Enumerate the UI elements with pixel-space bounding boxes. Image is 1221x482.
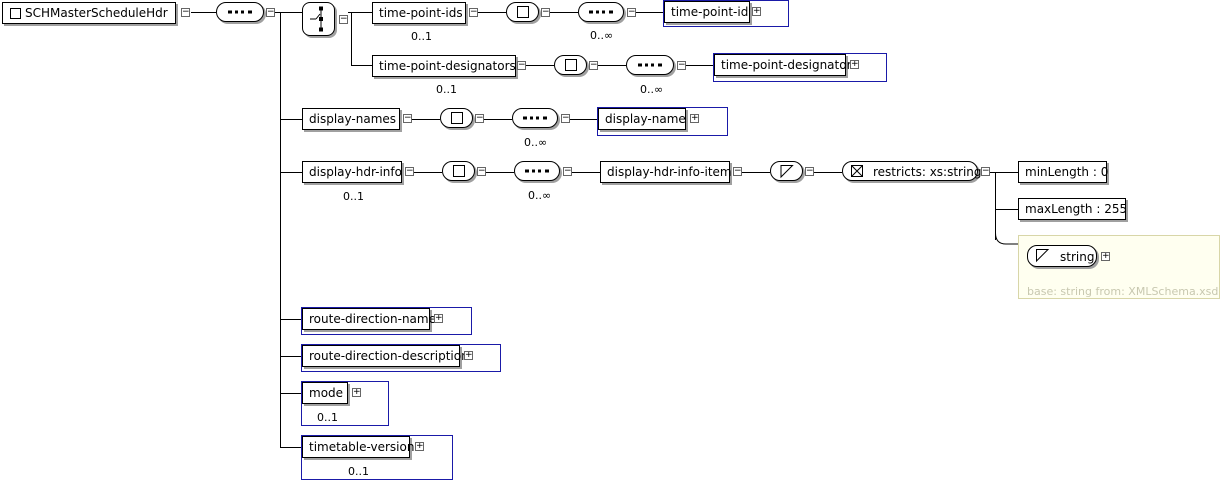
- collapse-toggle-repeat-1[interactable]: −: [627, 8, 636, 17]
- mode-element[interactable]: mode: [302, 382, 348, 404]
- repeat-sequence-display-name[interactable]: [512, 108, 558, 128]
- display-hdr-info-label: display-hdr-info: [309, 165, 402, 179]
- display-name-occurs: 0..∞: [524, 136, 548, 149]
- min-length-label: minLength : 0: [1025, 165, 1109, 179]
- time-point-id-label: time-point-id: [671, 5, 749, 19]
- restriction-label: restricts: xs:string: [873, 165, 982, 179]
- display-hdr-info-item-label: display-hdr-info-item: [607, 165, 732, 179]
- timetable-version-occurs: 0..1: [348, 465, 369, 478]
- time-point-designators-label: time-point-designators: [379, 59, 516, 73]
- display-hdr-info-element[interactable]: display-hdr-info: [302, 161, 402, 183]
- sequence-compositor-time-point-ids[interactable]: [506, 2, 539, 22]
- sequence-compositor-display-names[interactable]: [440, 108, 473, 128]
- simple-type-compositor[interactable]: [770, 161, 803, 181]
- collapse-toggle-inner-seq-4[interactable]: −: [477, 167, 486, 176]
- base-type-note: base: string from: XMLSchema.xsd: [1027, 285, 1219, 298]
- root-element-label: SCHMasterScheduleHdr: [25, 6, 168, 20]
- expand-toggle-time-point-designator[interactable]: +: [850, 60, 859, 69]
- element-icon: [10, 8, 21, 19]
- simple-type-icon: [780, 165, 794, 179]
- display-name-element[interactable]: display-name: [598, 108, 686, 130]
- time-point-designator-element[interactable]: time-point-designator: [714, 54, 852, 76]
- route-direction-description-element[interactable]: route-direction-description: [302, 345, 469, 367]
- expand-toggle-route-direction-description[interactable]: +: [464, 351, 473, 360]
- time-point-designators-element[interactable]: time-point-designators: [372, 55, 516, 77]
- collapse-toggle-inner-seq-1[interactable]: −: [541, 8, 550, 17]
- route-direction-name-label: route-direction-name: [309, 312, 436, 326]
- collapse-toggle-simple-type[interactable]: −: [805, 167, 814, 176]
- display-names-element[interactable]: display-names: [302, 108, 400, 130]
- repeat-sequence-time-point-designator[interactable]: [626, 55, 674, 75]
- collapse-toggle-root[interactable]: −: [181, 8, 190, 17]
- route-direction-description-label: route-direction-description: [309, 349, 469, 363]
- time-point-ids-occurs: 0..1: [411, 30, 432, 43]
- timetable-version-element[interactable]: timetable-version: [302, 436, 414, 458]
- collapse-toggle-inner-seq-3[interactable]: −: [475, 114, 484, 123]
- sequence-compositor-time-point-designators[interactable]: [554, 55, 587, 75]
- collapse-toggle-repeat-2[interactable]: −: [677, 61, 686, 70]
- display-hdr-info-item-occurs: 0..∞: [528, 189, 552, 202]
- min-length-facet[interactable]: minLength : 0: [1018, 161, 1109, 183]
- max-length-label: maxLength : 255: [1025, 202, 1128, 216]
- time-point-designator-label: time-point-designator: [721, 58, 852, 72]
- sequence-compositor[interactable]: [216, 2, 264, 22]
- route-direction-name-element[interactable]: route-direction-name: [302, 308, 436, 330]
- time-point-designators-occurs: 0..1: [436, 83, 457, 96]
- time-point-ids-label: time-point-ids: [379, 6, 463, 20]
- collapse-toggle-restriction[interactable]: −: [981, 167, 990, 176]
- mode-occurs: 0..1: [317, 411, 338, 424]
- collapse-toggle-display-hdr-info-item[interactable]: −: [733, 167, 742, 176]
- simple-type-icon: [1036, 249, 1050, 263]
- max-length-facet[interactable]: maxLength : 255: [1018, 198, 1128, 220]
- collapse-toggle-sequence[interactable]: −: [266, 8, 275, 17]
- repeat-sequence-display-hdr-info-item[interactable]: [514, 161, 560, 181]
- display-hdr-info-occurs: 0..1: [343, 190, 364, 203]
- collapse-toggle-inner-seq-2[interactable]: −: [589, 61, 598, 70]
- root-element[interactable]: SCHMasterScheduleHdr: [2, 2, 176, 24]
- repeat-sequence-time-point-id[interactable]: [578, 2, 624, 22]
- expand-toggle-mode[interactable]: +: [352, 388, 361, 397]
- mode-label: mode: [309, 386, 344, 400]
- sequence-compositor-display-hdr-info[interactable]: [442, 161, 475, 181]
- collapse-toggle-repeat-4[interactable]: −: [563, 167, 572, 176]
- timetable-version-label: timetable-version: [309, 440, 415, 454]
- choice-compositor[interactable]: [302, 2, 335, 36]
- restriction-node[interactable]: restricts: xs:string: [842, 161, 982, 181]
- display-name-label: display-name: [605, 112, 686, 126]
- expand-toggle-display-name[interactable]: +: [690, 114, 699, 123]
- time-point-id-element[interactable]: time-point-id: [664, 1, 750, 23]
- collapse-toggle-display-hdr-info[interactable]: −: [405, 167, 414, 176]
- expand-toggle-base-type[interactable]: +: [1101, 252, 1110, 261]
- time-point-ids-element[interactable]: time-point-ids: [372, 2, 466, 24]
- collapse-toggle-choice[interactable]: −: [339, 15, 348, 24]
- collapse-toggle-repeat-3[interactable]: −: [561, 114, 570, 123]
- display-names-label: display-names: [309, 112, 397, 126]
- time-point-id-occurs: 0..∞: [590, 29, 614, 42]
- base-type-label: string: [1060, 250, 1095, 264]
- choice-icon: [310, 6, 323, 32]
- restriction-icon: [851, 165, 863, 177]
- collapse-toggle-time-point-designators[interactable]: −: [517, 61, 526, 70]
- collapse-toggle-display-names[interactable]: −: [403, 114, 412, 123]
- expand-toggle-route-direction-name[interactable]: +: [434, 314, 443, 323]
- base-type-string[interactable]: string: [1027, 245, 1097, 267]
- time-point-designator-occurs: 0..∞: [640, 83, 664, 96]
- expand-toggle-time-point-id[interactable]: +: [752, 7, 761, 16]
- display-hdr-info-item-element[interactable]: display-hdr-info-item: [600, 161, 732, 183]
- collapse-toggle-time-point-ids[interactable]: −: [469, 8, 478, 17]
- expand-toggle-timetable-version[interactable]: +: [415, 442, 424, 451]
